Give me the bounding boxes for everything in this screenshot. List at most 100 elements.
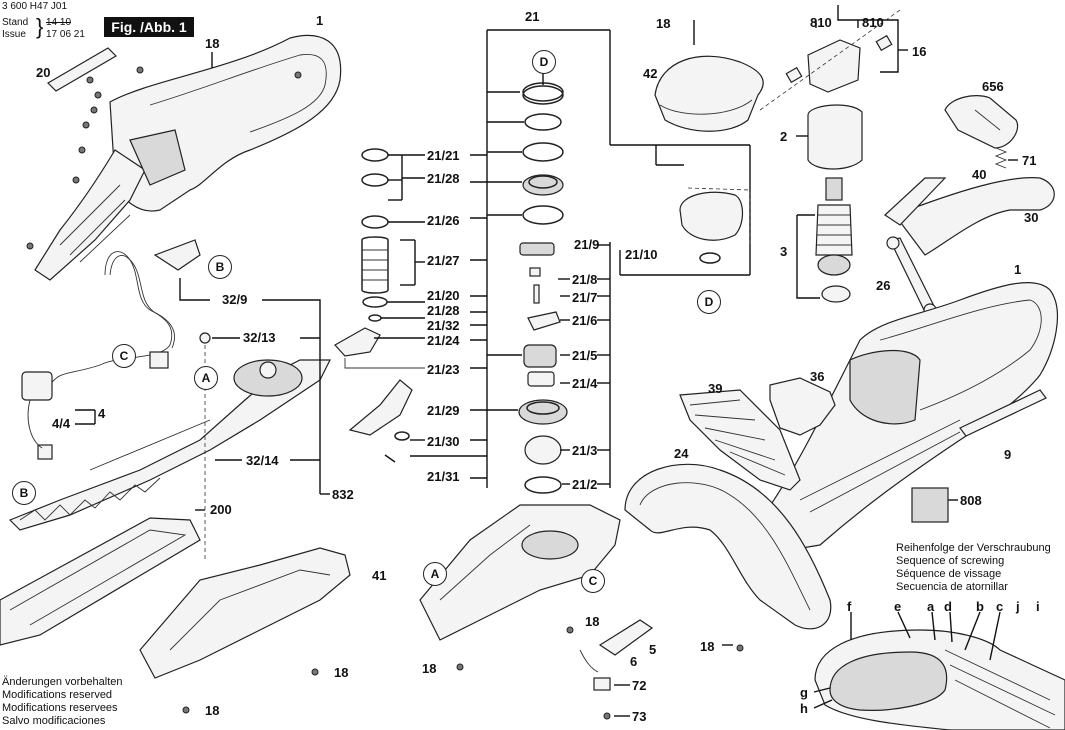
- armature: [796, 177, 853, 303]
- part-label-21-26: 21/26: [427, 213, 460, 228]
- part-label-2: 2: [780, 129, 788, 144]
- part-label-73: 73: [632, 709, 647, 724]
- part-label-21-2: 21/2: [572, 477, 598, 492]
- marker-d-bottom: D: [697, 290, 721, 314]
- part-label-21-29: 21/29: [427, 403, 460, 418]
- gear-stack: [334, 29, 751, 494]
- part-label-21-6: 21/6: [572, 313, 598, 328]
- document-number: 3 600 H47 J01: [2, 1, 68, 12]
- part-label-656: 656: [982, 79, 1004, 94]
- fan-cowl: [654, 55, 764, 132]
- issue-label: Issue: [2, 29, 26, 40]
- handle-24: [624, 463, 832, 630]
- part-label-18-bl1: 18: [334, 665, 349, 680]
- issue-value: 17 06 21: [46, 29, 85, 40]
- part-label-832: 832: [332, 487, 354, 502]
- seq-letter-g: g: [800, 685, 808, 700]
- cover-strip: [47, 47, 117, 92]
- seq-letter-f: f: [847, 599, 852, 614]
- screw-sequence-legend: Reihenfolge der Verschraubung Sequence o…: [896, 542, 1051, 594]
- seq-letter-c: c: [996, 599, 1004, 614]
- marker-c-right: C: [581, 569, 605, 593]
- part-label-4-4: 4/4: [52, 416, 71, 431]
- brush-holder: [807, 39, 861, 93]
- footer-notes: Änderungen vorbehalten Modifications res…: [2, 676, 122, 728]
- handle-part-40: [884, 177, 947, 226]
- part-label-72: 72: [632, 678, 647, 693]
- screw-sequence-line: Sequence of screwing: [896, 555, 1005, 567]
- marker-b-upper: B: [208, 255, 232, 279]
- brace: }: [36, 14, 44, 39]
- screw-sequence-line: Séquence de vissage: [896, 568, 1002, 580]
- center-leader-lines: [344, 72, 610, 485]
- part-label-18-bl2: 18: [205, 703, 220, 718]
- part-label-21-24: 21/24: [427, 333, 460, 348]
- seq-letter-a: a: [927, 599, 935, 614]
- motor-stator: [807, 104, 863, 170]
- front-handle: [894, 177, 1055, 256]
- part-label-21-10: 21/10: [625, 247, 658, 262]
- screws-top-left: [26, 66, 302, 250]
- housing-half-top-left: [34, 34, 342, 281]
- stand-value: 14 10: [46, 17, 72, 28]
- part-label-21-21: 21/21: [427, 148, 460, 163]
- part-label-18-c2: 18: [422, 661, 437, 676]
- part-label-4: 4: [98, 406, 106, 421]
- part-label-21-20: 21/20: [427, 288, 460, 303]
- part-label-21-28a: 21/28: [427, 171, 460, 186]
- part-label-32-9: 32/9: [222, 292, 248, 307]
- part-label-41: 41: [372, 568, 387, 583]
- part-label-20: 20: [36, 65, 51, 80]
- seq-letter-h: h: [800, 701, 808, 716]
- part-label-21-8: 21/8: [572, 272, 598, 287]
- strip-9: [959, 389, 1047, 437]
- part-label-21: 21: [525, 9, 540, 24]
- part-label-21-27: 21/27: [427, 253, 460, 268]
- part-label-21-32: 21/32: [427, 318, 460, 333]
- part-label-21-30: 21/30: [427, 434, 460, 449]
- part-label-21-4: 21/4: [572, 376, 598, 391]
- lower-housing: [139, 547, 351, 679]
- part-label-30: 30: [1024, 210, 1039, 225]
- part-label-5: 5: [649, 642, 657, 657]
- part-label-32-14: 32/14: [246, 453, 279, 468]
- part-label-16: 16: [912, 44, 927, 59]
- screw-sequence-line: Reihenfolge der Verschraubung: [896, 542, 1051, 554]
- part-label-26: 26: [876, 278, 891, 293]
- b-clip: [153, 239, 201, 271]
- marker-a-left: A: [194, 366, 218, 390]
- fan-housing: [679, 191, 744, 241]
- nut-32-13: [199, 332, 211, 344]
- part-label-810a: 810: [810, 15, 832, 30]
- main-housing-right: [759, 281, 1058, 551]
- marker-d-top: D: [532, 50, 556, 74]
- part-label-18-motor: 18: [656, 16, 671, 31]
- footer-note: Modifications reservees: [2, 702, 118, 714]
- connector-72: [593, 677, 611, 691]
- part-label-71: 71: [1022, 153, 1037, 168]
- label-808: [911, 487, 949, 523]
- blade-assembly: [8, 359, 331, 531]
- part-label-21-5: 21/5: [572, 348, 598, 363]
- part-label-21-7: 21/7: [572, 290, 598, 305]
- part-label-810b: 810: [862, 15, 884, 30]
- part-label-21-3: 21/3: [572, 443, 598, 458]
- part-label-21-23: 21/23: [427, 362, 460, 377]
- screw-sequence-line: Secuencia de atornillar: [896, 581, 1008, 593]
- part-label-1-right: 1: [1014, 262, 1022, 277]
- footer-note: Änderungen vorbehalten: [2, 676, 123, 688]
- part-label-6: 6: [630, 654, 638, 669]
- part-label-9: 9: [1004, 447, 1012, 462]
- cover-36: [769, 377, 836, 436]
- cable-assembly: [21, 251, 175, 460]
- part-label-200: 200: [210, 502, 232, 517]
- seq-letter-d: d: [944, 599, 952, 614]
- part-label-21-31: 21/31: [427, 469, 460, 484]
- marker-a-bottom: A: [423, 562, 447, 586]
- marker-c-left: C: [112, 344, 136, 368]
- seq-letter-e: e: [894, 599, 902, 614]
- spring-71: [994, 147, 1008, 169]
- footer-note: Salvo modificaciones: [2, 715, 106, 727]
